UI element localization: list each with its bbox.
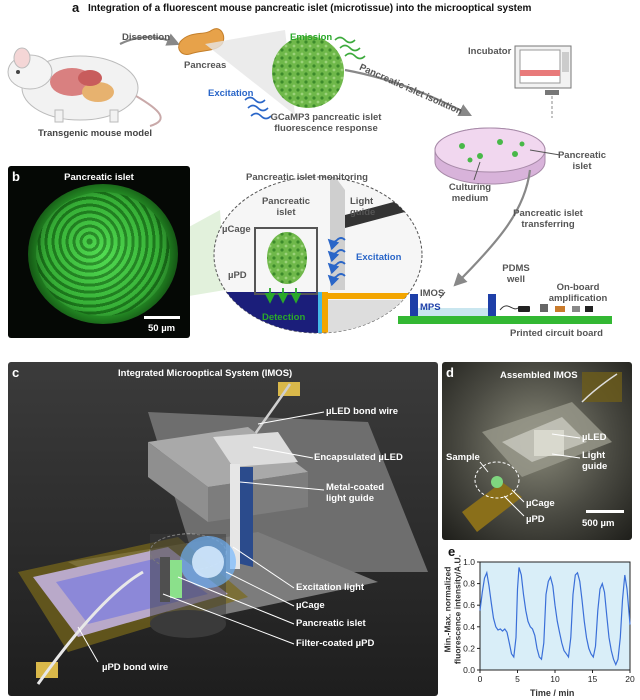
pcb-label: Printed circuit board <box>510 328 603 339</box>
incubator-icon <box>514 45 572 95</box>
callout-excitation-light: Excitation light <box>296 582 365 593</box>
callout-upd-bond-wire: µPD bond wire <box>102 662 169 673</box>
light-guide-label-2: guide <box>350 207 376 218</box>
zoom-islet-label-2: islet <box>276 207 296 218</box>
panel-c-image: c Integrated Microoptical System (IMOS) … <box>8 362 438 696</box>
panel-c-render <box>18 382 428 685</box>
panel-d-ucage-label: µCage <box>526 498 555 509</box>
imos-label: IMOS <box>420 288 445 299</box>
panel-b-title: Pancreatic islet <box>64 172 134 183</box>
gcamp-label-1: GCaMP3 pancreatic islet <box>270 112 382 123</box>
mouse-illustration <box>7 47 162 127</box>
pancreas-label: Pancreas <box>184 60 227 71</box>
chart-xtick-label: 10 <box>550 674 560 684</box>
panel-c-callouts <box>77 411 325 663</box>
emission-label: Emission <box>290 32 333 43</box>
transfer-label-2: transferring <box>521 219 575 230</box>
callout-metal-coated-2: light guide <box>326 493 375 504</box>
panel-b-scale-label: 50 µm <box>148 323 176 334</box>
incubator-label: Incubator <box>468 46 512 57</box>
monitoring-label: Pancreatic islet monitoring <box>246 172 368 183</box>
chart-ytick-label: 0.2 <box>463 643 475 653</box>
dissection-label: Dissection <box>122 32 171 43</box>
light-guide-label-1: Light <box>350 196 374 207</box>
panel-e-letter: e <box>448 544 456 559</box>
panel-d-scalebar <box>586 510 624 513</box>
panel-d-uled-label: µLED <box>582 432 607 443</box>
pdms-label-2: well <box>507 274 525 285</box>
petri-islet-label-2: islet <box>572 161 592 172</box>
panel-b-scalebar <box>144 316 180 319</box>
panel-c-title: Integrated Microoptical System (IMOS) <box>118 368 293 379</box>
petri-dish <box>434 127 546 185</box>
medium-label-2: medium <box>451 193 489 204</box>
ucage-label: µCage <box>222 224 251 235</box>
zoom-islet-label-1: Pancreatic <box>261 196 311 207</box>
panel-d-title: Assembled IMOS <box>500 370 578 381</box>
transfer-label-1: Pancreatic islet <box>513 208 583 219</box>
fluorescent-islet <box>28 184 178 324</box>
chart-ytick-label: 0.0 <box>463 665 475 675</box>
chart-series-line <box>479 567 631 667</box>
panel-d-sample-label: Sample <box>446 452 480 463</box>
onboard-label-1: On-board <box>556 282 600 293</box>
panel-b-image: b Pancreatic islet 50 µm <box>8 166 190 338</box>
chart-ytick-label: 0.4 <box>463 622 475 632</box>
excitation-label: Excitation <box>208 88 254 99</box>
panel-d-light-label-2: guide <box>582 461 608 472</box>
transgenic-label: Transgenic mouse model <box>38 128 153 139</box>
petri-islet-label-1: Pancreatic <box>557 150 607 161</box>
chart-plot-area <box>479 561 631 671</box>
panel-c-letter: c <box>12 365 20 380</box>
panel-d-upd-label: µPD <box>526 514 545 525</box>
chart-ytick-label: 0.6 <box>463 600 475 610</box>
panel-d-letter: d <box>446 365 454 380</box>
chart-xtick-label: 5 <box>515 674 520 684</box>
upd-label: µPD <box>228 270 247 281</box>
pdms-label-1: PDMS <box>502 263 530 274</box>
chart-xtick-label: 0 <box>478 674 483 684</box>
panel-d-image: d Assembled IMOS µLED Light guide Sample… <box>442 362 632 540</box>
callout-filter-coated-upd: Filter-coated µPD <box>296 638 375 649</box>
chart-xtick-label: 20 <box>625 674 635 684</box>
panel-d-scale-label: 500 µm <box>582 518 615 529</box>
onboard-label-2: amplification <box>548 293 608 304</box>
chart-ytick-label: 0.8 <box>463 579 475 589</box>
chart-ytick-label: 1.0 <box>463 557 475 567</box>
panel-a-letter: a <box>72 0 80 15</box>
medium-label-1: Culturing <box>448 182 492 193</box>
callout-encapsulated-uled: Encapsulated µLED <box>314 452 403 463</box>
detection-label: Detection <box>262 312 306 323</box>
mps-label: MPS <box>420 302 441 313</box>
islet-texture <box>36 192 170 316</box>
panel-d-light-label-1: Light <box>582 450 606 461</box>
callout-pancreatic-islet: Pancreatic islet <box>296 618 366 629</box>
chart-xlabel: Time / min <box>530 688 575 698</box>
zoom-excitation-label: Excitation <box>356 252 402 263</box>
panel-a-title: Integration of a fluorescent mouse pancr… <box>88 3 532 14</box>
callout-metal-coated-1: Metal-coated <box>326 482 385 493</box>
panel-a-graphics <box>0 28 640 341</box>
gcamp-label-2: fluorescence response <box>274 123 378 134</box>
chart-xtick-label: 15 <box>588 674 598 684</box>
callout-uled-bond-wire: µLED bond wire <box>326 406 398 417</box>
panel-b-letter: b <box>12 169 20 184</box>
panel-d-photo <box>462 372 622 532</box>
callout-ucage: µCage <box>296 600 325 611</box>
